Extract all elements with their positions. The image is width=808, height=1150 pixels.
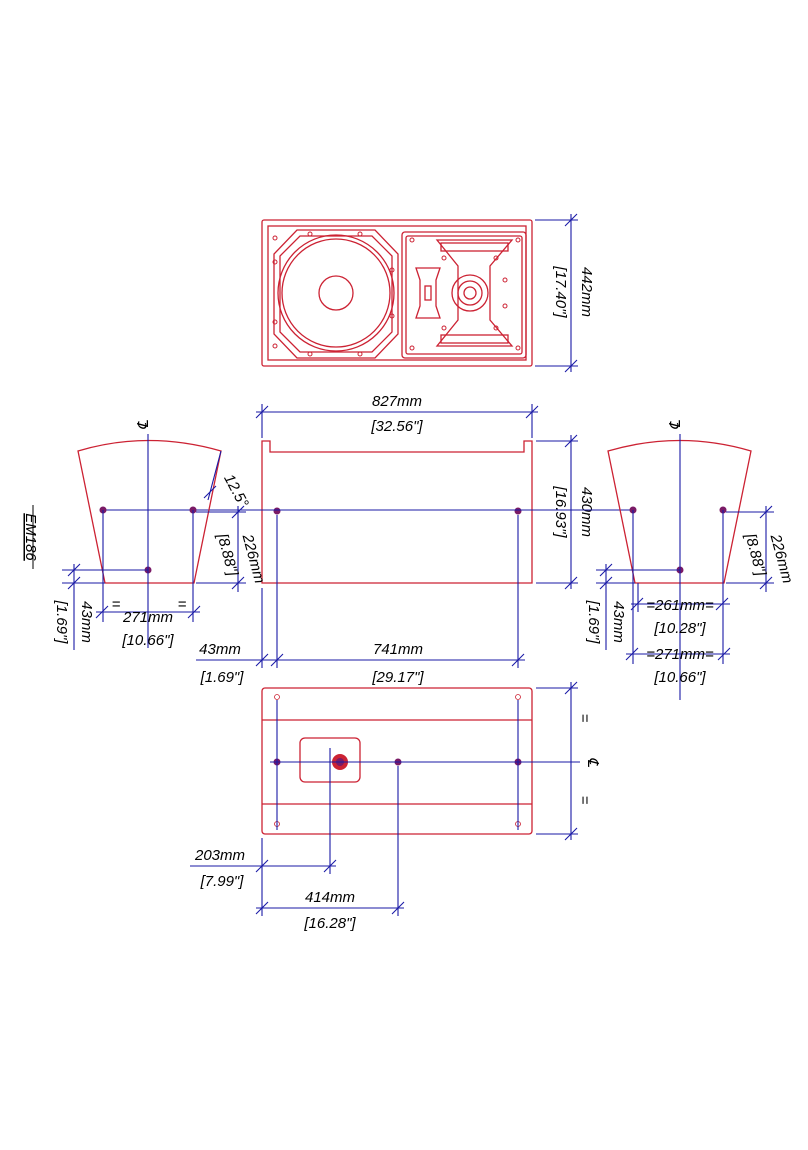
right-side-view (607, 439, 752, 584)
front-view (261, 219, 533, 367)
left-angle-label: 12.5° (220, 471, 252, 510)
front-height-mm: 442mm (578, 267, 595, 317)
left-centerline-symbol: ℄ (135, 420, 152, 430)
bottom-414-mm: 414mm (305, 889, 355, 906)
bottom-equal-mark-1: = (576, 714, 593, 723)
bottom-dimension-lines (190, 681, 580, 916)
bottom-equal-mark-2: = (576, 796, 593, 805)
right-outer-in: [10.66"] (653, 669, 706, 686)
right-side-dimension-lines (596, 434, 774, 700)
right-outer-mm: =271mm= (646, 646, 714, 663)
bottom-414-in: [16.28"] (303, 915, 356, 932)
right-inner-in: [10.28"] (653, 620, 706, 637)
left-side-dimension-lines (62, 434, 246, 650)
mid-offset-mm: 43mm (199, 641, 241, 658)
front-screw-holes (272, 231, 521, 357)
left-side-mm: 226mm (238, 532, 268, 586)
mid-dimension-lines (196, 515, 525, 668)
top-width-in: [32.56"] (370, 418, 423, 435)
right-inner-mm: =261mm= (646, 597, 714, 614)
right-side-mm: 226mm (766, 532, 796, 586)
left-side-in: [8.88"] (213, 531, 241, 579)
bottom-centerline-symbol: ℄ (584, 757, 601, 767)
left-offset-in: [1.69"] (53, 600, 70, 645)
left-offset-mm: 43mm (78, 601, 95, 643)
model-label: EM186 (22, 513, 39, 561)
top-view (261, 440, 533, 584)
left-base-mm: 271mm (122, 609, 173, 626)
right-offset-mm: 43mm (610, 601, 627, 643)
top-depth-in: [16.93"] (552, 485, 569, 538)
left-equal-mark-2: = (178, 596, 187, 613)
top-depth-mm: 430mm (578, 487, 595, 537)
front-height-dimension (535, 213, 578, 373)
left-base-in: [10.66"] (121, 632, 174, 649)
top-view-holes (273, 507, 522, 515)
front-height-in: [17.40"] (552, 265, 569, 318)
top-width-dimension (255, 404, 539, 438)
right-side-holes (629, 506, 727, 574)
mid-span-mm: 741mm (373, 641, 423, 658)
right-side-in: [8.88"] (741, 531, 769, 579)
bottom-203-mm: 203mm (194, 847, 245, 864)
left-equal-mark-1: = (112, 596, 121, 613)
right-offset-in: [1.69"] (585, 600, 602, 645)
bottom-203-in: [7.99"] (200, 873, 245, 890)
mid-offset-in: [1.69"] (200, 669, 245, 686)
top-depth-dimension (536, 434, 578, 590)
mid-span-in: [29.17"] (371, 669, 424, 686)
right-centerline-symbol: ℄ (667, 420, 684, 430)
top-width-mm: 827mm (372, 393, 422, 410)
